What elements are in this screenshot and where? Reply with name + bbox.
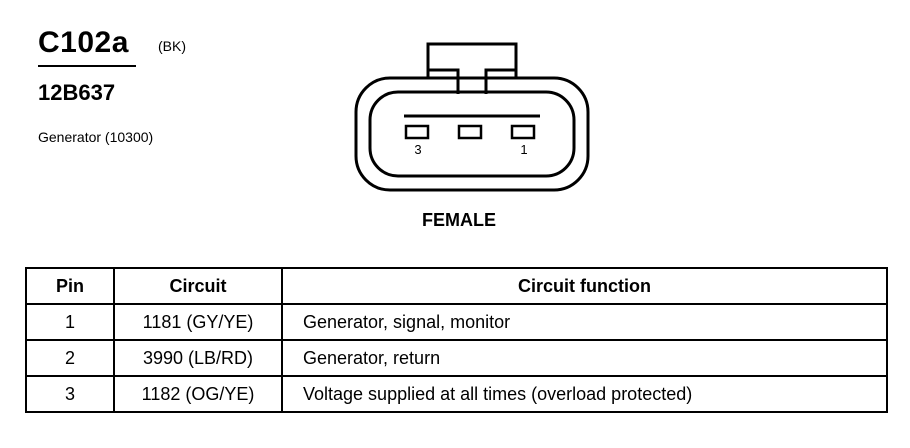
table-row: 3 1182 (OG/YE) Voltage supplied at all t… [25,375,888,413]
gender-label: FEMALE [422,210,496,230]
pin-label-3: 3 [414,142,421,157]
pin-cell: 1 [25,303,115,341]
column-header-circuit: Circuit [113,267,283,305]
table-header-row: Pin Circuit Circuit function [25,267,888,305]
circuit-cell: 1182 (OG/YE) [113,375,283,413]
pin-cavity-3 [404,124,430,140]
pin-cavity-1 [510,124,536,140]
title-rule [38,65,136,67]
connector-id: C102a [38,26,129,59]
color-code: (BK) [158,38,186,54]
circuit-cell: 3990 (LB/RD) [113,339,283,377]
pinout-table: Pin Circuit Circuit function 1 1181 (GY/… [25,267,888,413]
pin-cavity-2 [457,124,483,140]
circuit-cell: 1181 (GY/YE) [113,303,283,341]
table-row: 1 1181 (GY/YE) Generator, signal, monito… [25,303,888,341]
pin-label-1: 1 [520,142,527,157]
table-row: 2 3990 (LB/RD) Generator, return [25,339,888,377]
function-cell: Generator, return [281,339,888,377]
pin-cell: 2 [25,339,115,377]
connector-housing-outer [354,76,590,192]
column-header-function: Circuit function [281,267,888,305]
part-number: 12B637 [38,80,116,105]
pin-cell: 3 [25,375,115,413]
function-cell: Voltage supplied at all times (overload … [281,375,888,413]
connector-housing-inner [368,90,576,178]
column-header-pin: Pin [25,267,115,305]
function-cell: Generator, signal, monitor [281,303,888,341]
connector-face-diagram: 3 1 [354,42,590,192]
locking-tab [426,42,518,94]
component-name: Generator (10300) [38,129,154,145]
